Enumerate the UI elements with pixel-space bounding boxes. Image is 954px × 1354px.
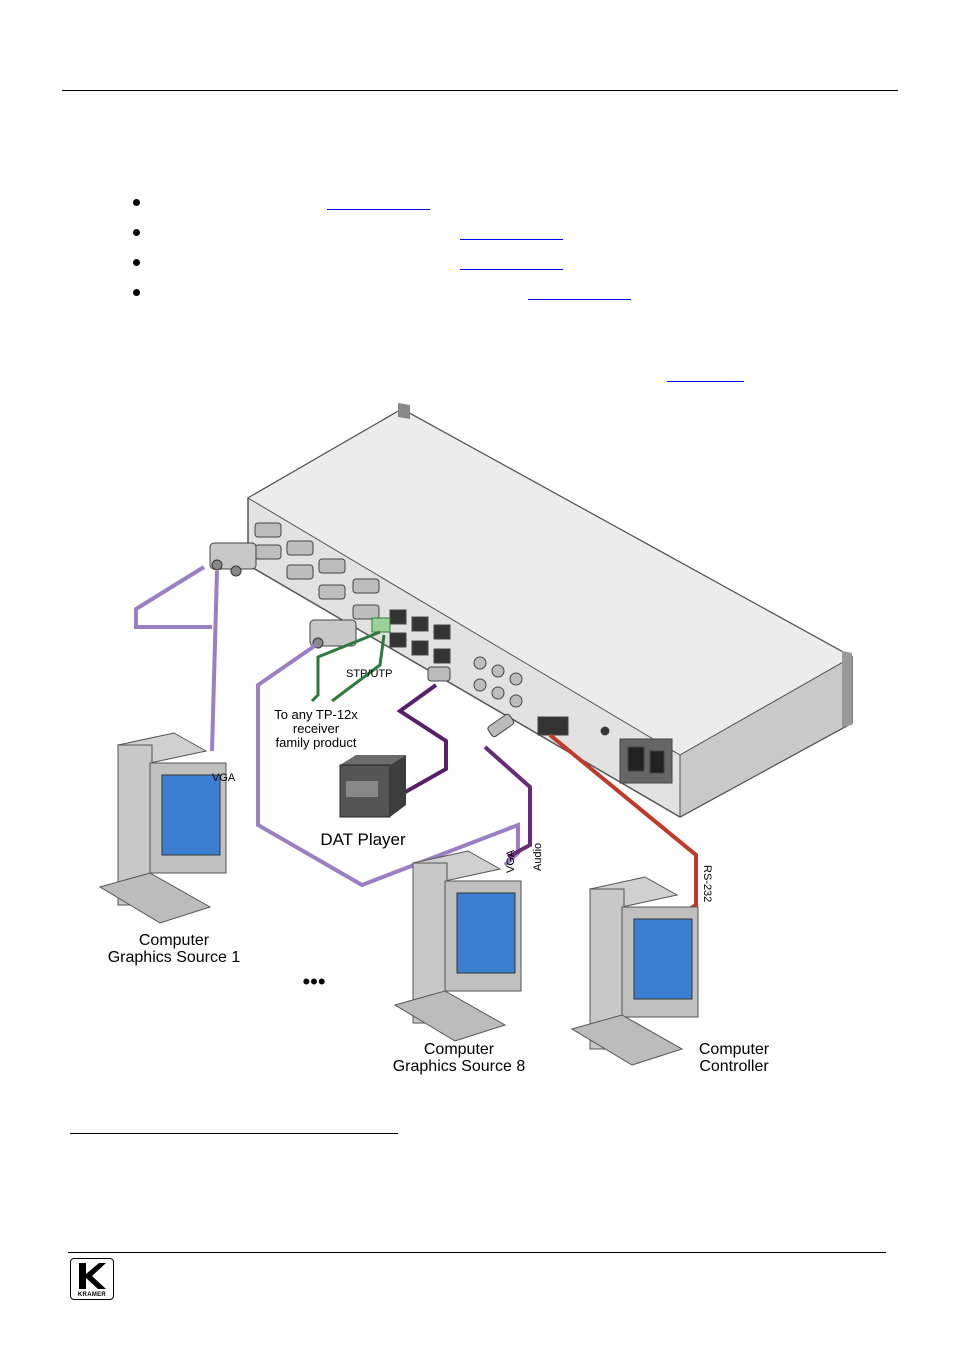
source8-label-line1: Computer xyxy=(424,1041,495,1058)
cross-reference-link[interactable] xyxy=(327,209,430,210)
bullet-dot xyxy=(133,199,140,206)
figure-reference-link[interactable] xyxy=(667,381,744,382)
vga-label-1: VGA xyxy=(212,772,236,784)
footer-rule xyxy=(68,1252,886,1253)
receiver-label-line1: To any TP-12x xyxy=(274,707,358,722)
stp-plug xyxy=(371,617,391,633)
vga-cable-1b xyxy=(134,565,212,629)
header-rule xyxy=(62,90,898,91)
source1-label-line2: Graphics Source 1 xyxy=(108,949,241,966)
bullet-dot xyxy=(133,259,140,266)
computer-controller xyxy=(570,876,699,1066)
kramer-k-icon xyxy=(79,1263,106,1289)
connection-diagram: VGA VGA Audio RS-232 STP/UTP To any TP-1… xyxy=(98,403,854,1075)
logo-wordmark: KRAMER xyxy=(77,1292,107,1298)
source8-label-line2: Graphics Source 8 xyxy=(393,1058,526,1075)
audio-cable xyxy=(483,745,532,859)
vga-cable-1 xyxy=(210,570,219,752)
cross-reference-link[interactable] xyxy=(460,239,563,240)
rs232-label: RS-232 xyxy=(701,865,713,902)
stp-cable xyxy=(310,630,381,703)
dat-player xyxy=(339,755,406,818)
controller-label-line2: Controller xyxy=(699,1058,769,1075)
receiver-label-line2: receiver xyxy=(293,721,340,736)
receiver-label-line3: family product xyxy=(276,735,357,750)
switcher-unit xyxy=(247,403,854,818)
rear-panel-connectors xyxy=(254,522,673,784)
kramer-logo: KRAMER xyxy=(70,1258,114,1300)
stp-utp-label: STP/UTP xyxy=(346,668,392,680)
dat-player-label: DAT Player xyxy=(320,830,406,849)
footnote-rule xyxy=(70,1133,398,1134)
cross-reference-link[interactable] xyxy=(460,269,563,270)
cross-reference-link[interactable] xyxy=(528,299,631,300)
bullet-dot xyxy=(133,289,140,296)
controller-label-line1: Computer xyxy=(699,1041,770,1058)
ellipsis: ••• xyxy=(302,969,325,994)
audio-label: Audio xyxy=(532,843,544,871)
bullet-dot xyxy=(133,229,140,236)
computer-source-1 xyxy=(98,732,227,924)
vga-label-8: VGA xyxy=(505,849,517,873)
source1-label-line1: Computer xyxy=(139,932,210,949)
dat-cable xyxy=(396,683,448,797)
audio-plugs xyxy=(427,666,515,738)
vga-plug-1 xyxy=(209,542,257,577)
stp-cable-b xyxy=(331,634,386,703)
computer-source-8 xyxy=(393,850,522,1042)
